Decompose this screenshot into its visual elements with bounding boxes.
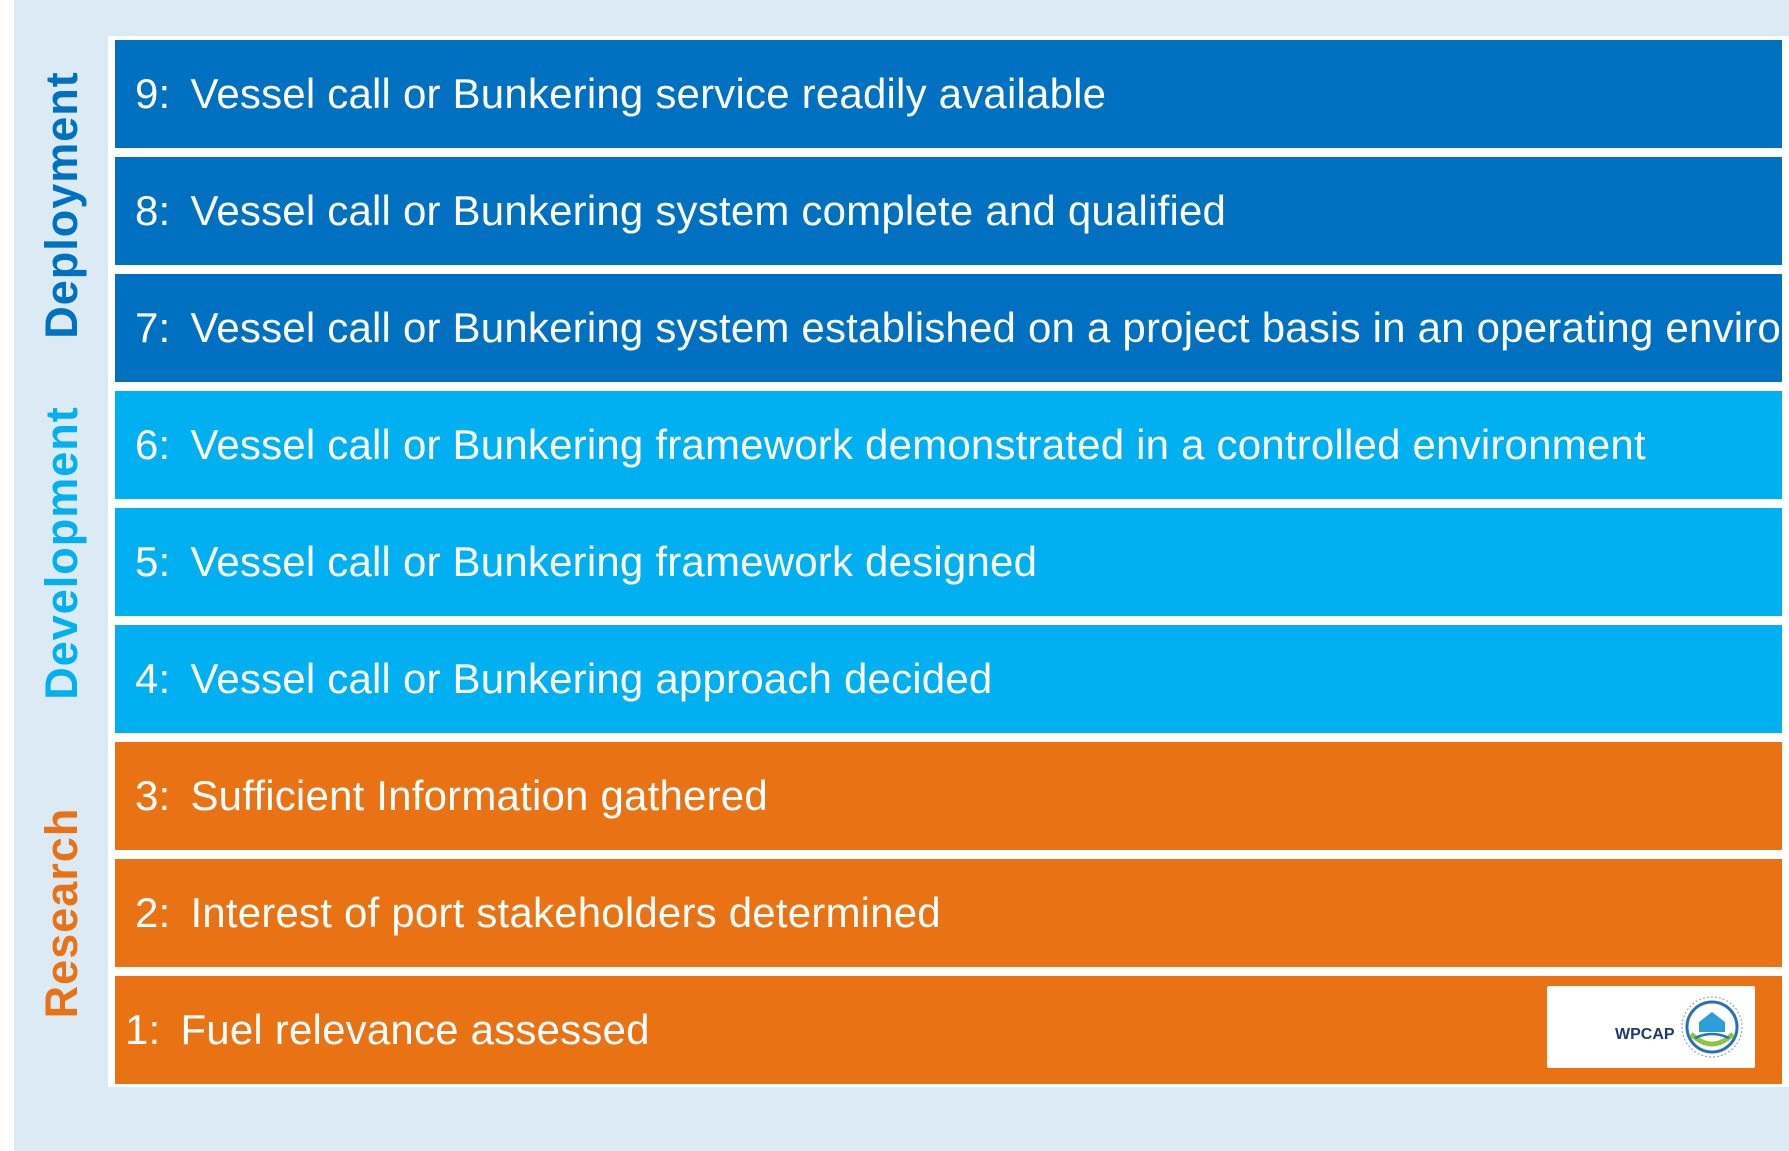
- level-text: Vessel call or Bunkering system complete…: [190, 187, 1227, 234]
- level-number: 8:: [135, 187, 171, 234]
- level-number: 9:: [135, 70, 171, 117]
- wpcap-emblem-icon: [1681, 996, 1743, 1058]
- level-text: Vessel call or Bunkering framework desig…: [190, 538, 1038, 585]
- level-row-5: 5: Vessel call or Bunkering framework de…: [115, 508, 1782, 616]
- level-number: 2:: [135, 889, 171, 936]
- level-row-6: 6: Vessel call or Bunkering framework de…: [115, 391, 1782, 499]
- level-number: 4:: [135, 655, 171, 702]
- wpcap-logo: WPCAP: [1547, 986, 1755, 1068]
- level-number: 1:: [125, 1006, 161, 1053]
- level-number: 5:: [135, 538, 171, 585]
- level-row-1: 1: Fuel relevance assessed: [115, 976, 1782, 1084]
- level-number: 7:: [135, 304, 171, 351]
- level-number: 6:: [135, 421, 171, 468]
- logo-text: WPCAP: [1615, 1026, 1675, 1043]
- level-text: Vessel call or Bunkering approach decide…: [190, 655, 993, 702]
- level-number: 3:: [135, 772, 171, 819]
- level-text: Sufficient Information gathered: [190, 772, 768, 819]
- level-row-4: 4: Vessel call or Bunkering approach dec…: [115, 625, 1782, 733]
- level-row-3: 3: Sufficient Information gathered: [115, 742, 1782, 850]
- level-row-7: 7: Vessel call or Bunkering system estab…: [115, 274, 1782, 382]
- level-text: Interest of port stakeholders determined: [190, 889, 941, 936]
- level-text: Fuel relevance assessed: [180, 1006, 650, 1053]
- level-row-2: 2: Interest of port stakeholders determi…: [115, 859, 1782, 967]
- level-row-9: 9: Vessel call or Bunkering service read…: [115, 40, 1782, 148]
- level-text: Vessel call or Bunkering framework demon…: [190, 421, 1646, 468]
- level-text: Vessel call or Bunkering system establis…: [190, 304, 1782, 351]
- level-row-8: 8: Vessel call or Bunkering system compl…: [115, 157, 1782, 265]
- level-text: Vessel call or Bunkering service readily…: [190, 70, 1107, 117]
